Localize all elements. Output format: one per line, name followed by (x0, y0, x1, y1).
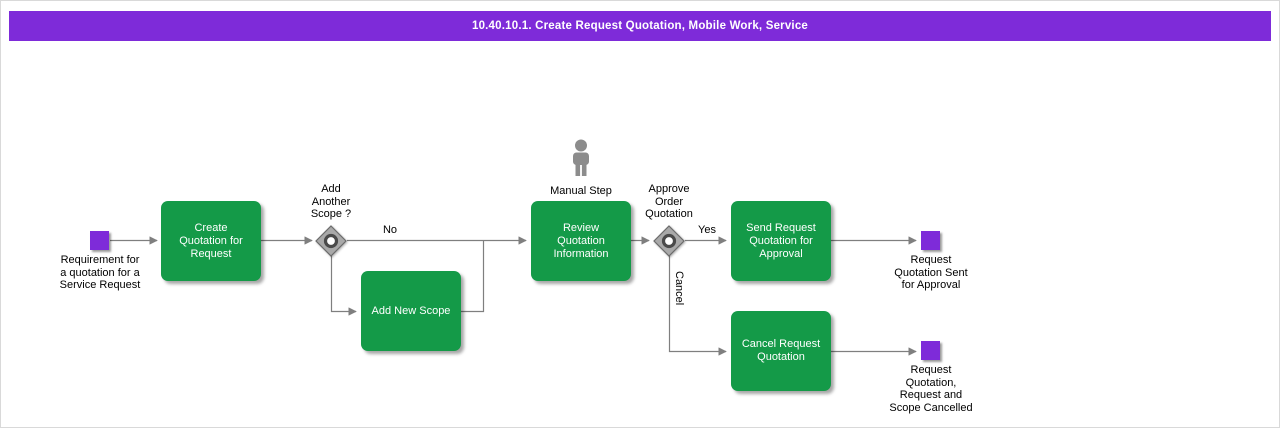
task-send-request-quotation-label: Send Request Quotation for Approval (746, 221, 816, 260)
manual-step-person-icon (573, 139, 589, 176)
task-add-new-scope[interactable]: Add New Scope (361, 271, 461, 351)
connector-addscope-merge (461, 241, 485, 313)
task-create-quotation[interactable]: Create Quotation for Request (161, 201, 261, 281)
diagram-title: 10.40.10.1. Create Request Quotation, Mo… (471, 20, 809, 32)
task-send-request-quotation[interactable]: Send Request Quotation for Approval (731, 201, 831, 281)
edge-label-no: No (382, 224, 398, 236)
task-cancel-request-quotation[interactable]: Cancel Request Quotation (731, 311, 831, 391)
edge-label-yes: Yes (698, 224, 716, 236)
end-event-cancelled-label: Request Quotation, Request and Scope Can… (889, 364, 973, 414)
edge-label-cancel: Cancel (673, 271, 685, 306)
task-cancel-request-quotation-label: Cancel Request Quotation (741, 338, 821, 363)
end-event-quotation-sent (921, 231, 940, 250)
connector-gateway1-to-addscope (330, 256, 357, 316)
end-event-quotation-sent-label: Request Quotation Sent for Approval (894, 254, 968, 291)
task-create-quotation-label: Create Quotation for Request (179, 221, 243, 260)
start-event-label: Requirement for a quotation for a Servic… (59, 254, 141, 291)
gateway-approve-order-quotation-icon (653, 225, 685, 257)
start-event (90, 231, 109, 250)
connector-gateway2-cancel-to-cancelbox (668, 256, 727, 356)
diagram-title-bar: 10.40.10.1. Create Request Quotation, Mo… (9, 11, 1271, 41)
task-review-quotation-label: Review Quotation Information (553, 221, 609, 260)
manual-step-label: Manual Step (550, 185, 612, 197)
task-review-quotation[interactable]: Review Quotation Information (531, 201, 631, 281)
gateway-add-another-scope-label: Add Another Scope ? (310, 183, 352, 220)
gateway-approve-order-quotation-label: Approve Order Quotation (645, 183, 693, 220)
gateway-add-another-scope-icon (315, 225, 347, 257)
task-add-new-scope-label: Add New Scope (371, 304, 451, 317)
end-event-cancelled (921, 341, 940, 360)
